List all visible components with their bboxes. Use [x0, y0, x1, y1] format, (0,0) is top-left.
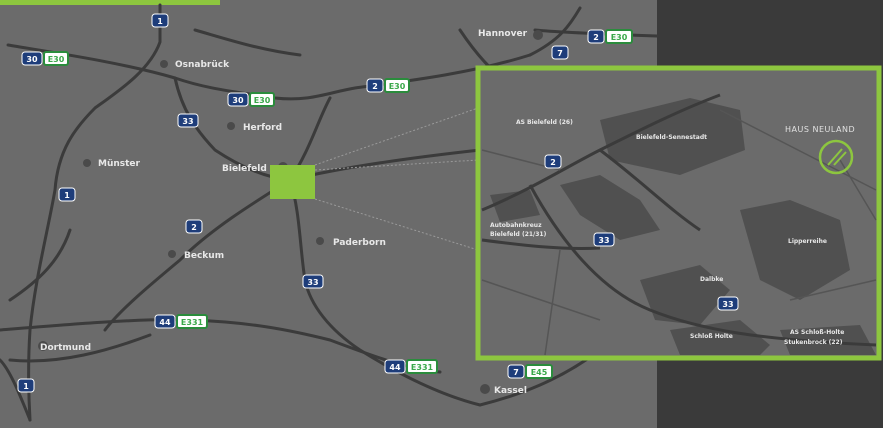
- location-marker-icon: [818, 139, 854, 175]
- european-shields: E30 E30 E30 E30 E331 E331 E45: [43, 29, 633, 379]
- city-herford: Herford: [243, 123, 282, 133]
- city-beckum: Beckum: [184, 251, 224, 261]
- svg-text:Dalbke: Dalbke: [700, 276, 723, 283]
- svg-text:1: 1: [23, 382, 29, 391]
- svg-text:E331: E331: [411, 363, 434, 372]
- city-dortmund: Dortmund: [40, 343, 91, 353]
- svg-text:2: 2: [372, 82, 378, 91]
- brand-name: HAUS NEULAND: [785, 125, 855, 134]
- svg-text:AS Schloß-Holte: AS Schloß-Holte: [790, 329, 844, 336]
- leader-lines: [314, 107, 479, 251]
- svg-text:33: 33: [307, 278, 318, 287]
- svg-text:E30: E30: [254, 96, 271, 105]
- svg-text:30: 30: [232, 96, 244, 105]
- svg-text:2: 2: [550, 158, 556, 167]
- svg-text:33: 33: [182, 117, 193, 126]
- city-osnabrueck: Osnabrück: [175, 60, 230, 70]
- city-muenster: Münster: [98, 159, 141, 169]
- svg-text:Stukenbrock (22): Stukenbrock (22): [784, 339, 843, 346]
- svg-text:2: 2: [191, 223, 197, 232]
- svg-text:E30: E30: [611, 33, 628, 42]
- city-hannover: Hannover: [478, 29, 528, 39]
- inset-map: AS Bielefeld (26) Bielefeld-Sennestadt A…: [475, 65, 882, 361]
- svg-text:1: 1: [64, 191, 70, 200]
- top-accent-bar: [0, 0, 220, 5]
- svg-text:E30: E30: [389, 82, 406, 91]
- svg-text:44: 44: [159, 318, 171, 327]
- city-bielefeld: Bielefeld: [222, 164, 267, 174]
- svg-text:E30: E30: [48, 55, 65, 64]
- svg-text:33: 33: [598, 236, 609, 245]
- svg-text:44: 44: [389, 363, 401, 372]
- svg-text:E331: E331: [181, 318, 204, 327]
- svg-text:Autobahnkreuz: Autobahnkreuz: [490, 222, 542, 229]
- svg-text:2: 2: [593, 33, 599, 42]
- autobahn-shields: 1 30 30 2 7 2 33 1 2 33 44 1 44 7: [17, 13, 605, 393]
- city-kassel: Kassel: [494, 386, 527, 396]
- svg-text:Bielefeld-Sennestadt: Bielefeld-Sennestadt: [636, 134, 707, 141]
- svg-text:Lipperreihe: Lipperreihe: [788, 238, 827, 245]
- svg-text:33: 33: [722, 300, 733, 309]
- svg-text:E45: E45: [531, 368, 548, 377]
- svg-text:Schloß Holte: Schloß Holte: [690, 333, 733, 340]
- svg-text:Bielefeld (21/31): Bielefeld (21/31): [490, 231, 547, 238]
- svg-text:30: 30: [26, 55, 38, 64]
- svg-text:7: 7: [557, 49, 563, 58]
- city-paderborn: Paderborn: [333, 238, 386, 248]
- svg-text:AS Bielefeld (26): AS Bielefeld (26): [516, 119, 573, 126]
- svg-text:1: 1: [157, 17, 163, 26]
- svg-text:7: 7: [513, 368, 519, 377]
- focus-area: [270, 165, 315, 199]
